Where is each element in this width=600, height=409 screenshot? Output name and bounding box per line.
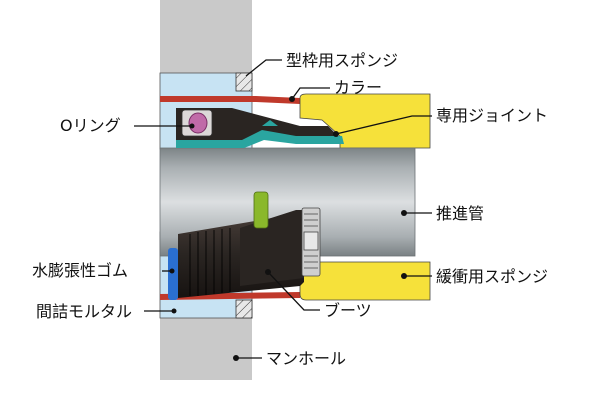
collar-top (160, 96, 300, 104)
label-water-rubber: 水膨張性ゴム (32, 261, 128, 280)
label-form-sponge: 型枠用スポンジ (286, 51, 398, 70)
label-cushion-sponge: 緩衝用スポンジ (436, 267, 548, 286)
cushion-sponge-bottom (299, 261, 431, 301)
o-ring (188, 112, 208, 134)
label-manhole: マンホール (266, 349, 346, 368)
label-o-ring: Oリング (60, 116, 121, 135)
joint-upper (176, 108, 340, 142)
label-joint: 専用ジョイント (436, 106, 548, 125)
label-boots: ブーツ (324, 301, 372, 320)
label-collar: カラー (334, 78, 382, 97)
label-push-pipe: 推進管 (436, 204, 484, 223)
joint-teal (176, 130, 344, 148)
grip-green (253, 191, 269, 229)
water-rubber (168, 248, 178, 300)
label-mortar: 間詰モルタル (36, 302, 132, 321)
